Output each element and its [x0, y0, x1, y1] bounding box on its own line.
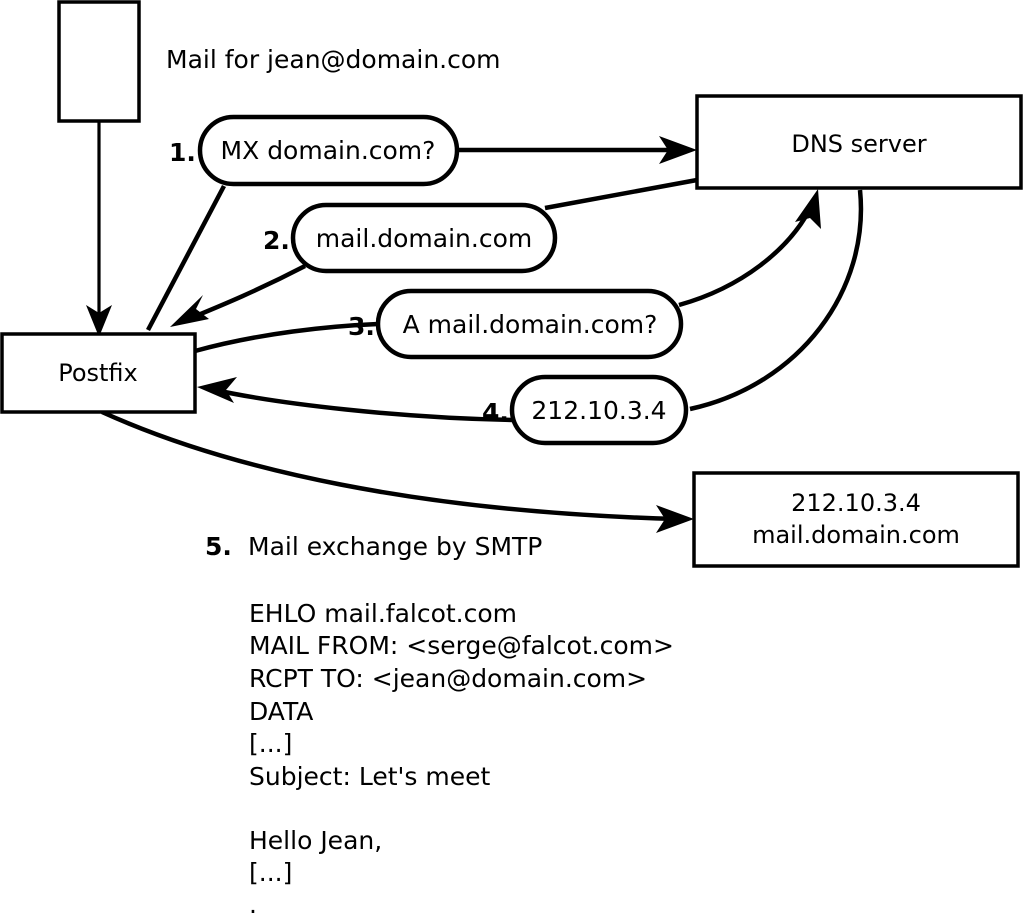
step-2-bubble: mail.domain.com	[290, 202, 558, 274]
connector-step-2-origin	[544, 177, 698, 211]
connector-step-3	[678, 189, 821, 308]
smtp-line-0: EHLO mail.falcot.com	[249, 599, 517, 628]
arrowhead-step-4	[197, 377, 237, 403]
step-4-bubble-label: 212.10.3.4	[531, 396, 666, 425]
step-3-bubble-label: A mail.domain.com?	[403, 310, 658, 339]
smtp-line-2: RCPT TO: <jean@domain.com>	[249, 664, 647, 693]
incoming-mail-box	[57, 0, 141, 123]
postfix-node: Postfix	[0, 332, 197, 414]
destination-ip-label: 212.10.3.4	[791, 489, 921, 517]
arrowhead-incoming-mail	[86, 305, 112, 337]
step-1-bubble: MX domain.com?	[197, 114, 460, 187]
smtp-line-9: .	[249, 890, 257, 919]
smtp-line-1: MAIL FROM: <serge@falcot.com>	[249, 631, 674, 660]
connector-step-3-origin	[194, 321, 379, 354]
step-5-number: 5.	[205, 532, 232, 561]
step-2-bubble-label: mail.domain.com	[316, 224, 532, 253]
step-1-number: 1.	[169, 138, 196, 167]
step-1-bubble-label: MX domain.com?	[221, 136, 436, 165]
smtp-line-7: Hello Jean,	[249, 826, 382, 855]
connector-step-4-origin	[689, 189, 864, 412]
connector-step-4	[197, 377, 514, 423]
smtp-line-3: DATA	[249, 697, 313, 726]
connector-incoming-mail	[86, 122, 112, 337]
arrowhead-step-1	[659, 136, 697, 164]
step-4-number: 4.	[482, 398, 509, 427]
smtp-line-4: [...]	[249, 729, 292, 758]
connector-step-5	[101, 409, 694, 533]
dns-server-node: DNS server	[695, 94, 1023, 190]
arrowhead-step-2	[170, 295, 209, 327]
connector-step-2	[170, 264, 307, 327]
step-4-bubble: 212.10.3.4	[509, 374, 689, 446]
smtp-line-5: Subject: Let's meet	[249, 762, 490, 791]
smtp-line-8: [...]	[249, 858, 292, 887]
destination-host-label: mail.domain.com	[752, 521, 960, 549]
connector-step-1-origin	[146, 184, 226, 332]
arrowhead-step-5	[656, 505, 694, 533]
step-3-bubble: A mail.domain.com?	[375, 288, 684, 360]
step-2-number: 2.	[263, 226, 290, 255]
mail-for-note: Mail for jean@domain.com	[166, 45, 501, 74]
connector-step-1	[458, 136, 697, 164]
step-3-number: 3.	[348, 312, 375, 341]
destination-server-node: 212.10.3.4 mail.domain.com	[692, 471, 1020, 568]
postfix-label: Postfix	[58, 359, 138, 387]
step-5-label: Mail exchange by SMTP	[248, 532, 542, 561]
arrowhead-step-3	[795, 189, 821, 229]
dns-server-label: DNS server	[791, 130, 926, 158]
